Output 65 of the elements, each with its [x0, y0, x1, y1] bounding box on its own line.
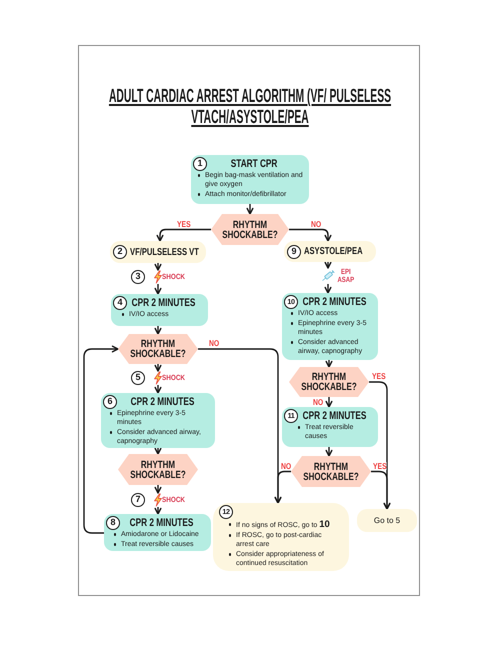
arrow — [154, 326, 162, 335]
arrow — [326, 397, 332, 408]
arrow — [324, 284, 332, 294]
arrow — [154, 364, 162, 372]
process-box — [104, 514, 211, 551]
arrow — [289, 228, 332, 242]
arrow — [83, 346, 119, 534]
arrow — [154, 263, 162, 271]
edge-label: YES — [373, 462, 387, 470]
edge-label: NO — [311, 220, 322, 228]
step-heading: CPR 2 MINUTES — [132, 297, 196, 309]
step-heading: START CPR — [230, 158, 278, 170]
arrow — [154, 448, 162, 455]
decision-hexagon — [118, 454, 198, 485]
process-box — [101, 393, 215, 448]
arrow — [326, 447, 332, 457]
step-number: 5 — [131, 371, 145, 385]
decision-hexagon — [291, 456, 371, 487]
arrow — [324, 262, 332, 269]
process-box — [111, 294, 208, 326]
step-number: 3 — [131, 270, 145, 284]
step-number: 6 — [103, 395, 117, 409]
step-number: 2 — [113, 245, 127, 259]
edge-label: NO — [313, 398, 324, 406]
step-number: 9 — [287, 244, 301, 258]
arrow — [154, 507, 162, 515]
note-box — [213, 503, 349, 571]
arrow — [274, 470, 291, 504]
decision-hexagon — [289, 367, 369, 397]
arrow — [154, 284, 162, 295]
process-box — [282, 407, 378, 447]
arrow — [326, 360, 332, 368]
step-heading: CPR 2 MINUTES — [130, 396, 194, 408]
question-text: RHYTHM SHOCKABLE? — [130, 339, 186, 359]
decision-hexagon — [118, 334, 198, 364]
step-heading: CPR 2 MINUTES — [302, 410, 366, 422]
arrow — [154, 385, 162, 394]
edge-label: NO — [281, 462, 292, 470]
arrow — [371, 470, 390, 510]
question-text: RHYTHM SHOCKABLE? — [130, 460, 186, 480]
goto-box — [357, 509, 417, 532]
arrow — [246, 204, 254, 215]
goto-text: Go to 5 — [374, 516, 400, 526]
title: ADULT CARDIAC ARREST ALGORITHM (VF/ PULSELESS VTACH/ASYSTOLE/PEA — [108, 86, 392, 128]
step-number: 8 — [106, 516, 120, 530]
rhythm-box — [284, 241, 376, 262]
rhythm-label: VF/PULSELESS VT — [130, 246, 199, 258]
edge-label: NO — [209, 339, 220, 347]
question-text: RHYTHM SHOCKABLE? — [302, 462, 360, 482]
step-number: 4 — [113, 296, 127, 310]
step-heading: CPR 2 MINUTES — [130, 517, 194, 529]
process-box — [191, 155, 309, 204]
question-text: RHYTHM SHOCKABLE? — [222, 220, 278, 240]
rhythm-box — [110, 241, 206, 263]
edge-label: YES — [372, 372, 386, 380]
question-text: RHYTHM SHOCKABLE? — [300, 372, 358, 392]
arrow — [156, 228, 211, 242]
step-heading: CPR 2 MINUTES — [302, 296, 366, 308]
arrow — [154, 485, 162, 494]
process-box — [282, 293, 378, 360]
edge-label: YES — [177, 220, 191, 228]
step-number: 7 — [131, 493, 145, 507]
decision-hexagon — [211, 214, 289, 245]
step-number: 1 — [193, 157, 207, 171]
rhythm-label: ASYSTOLE/PEA — [304, 246, 363, 257]
